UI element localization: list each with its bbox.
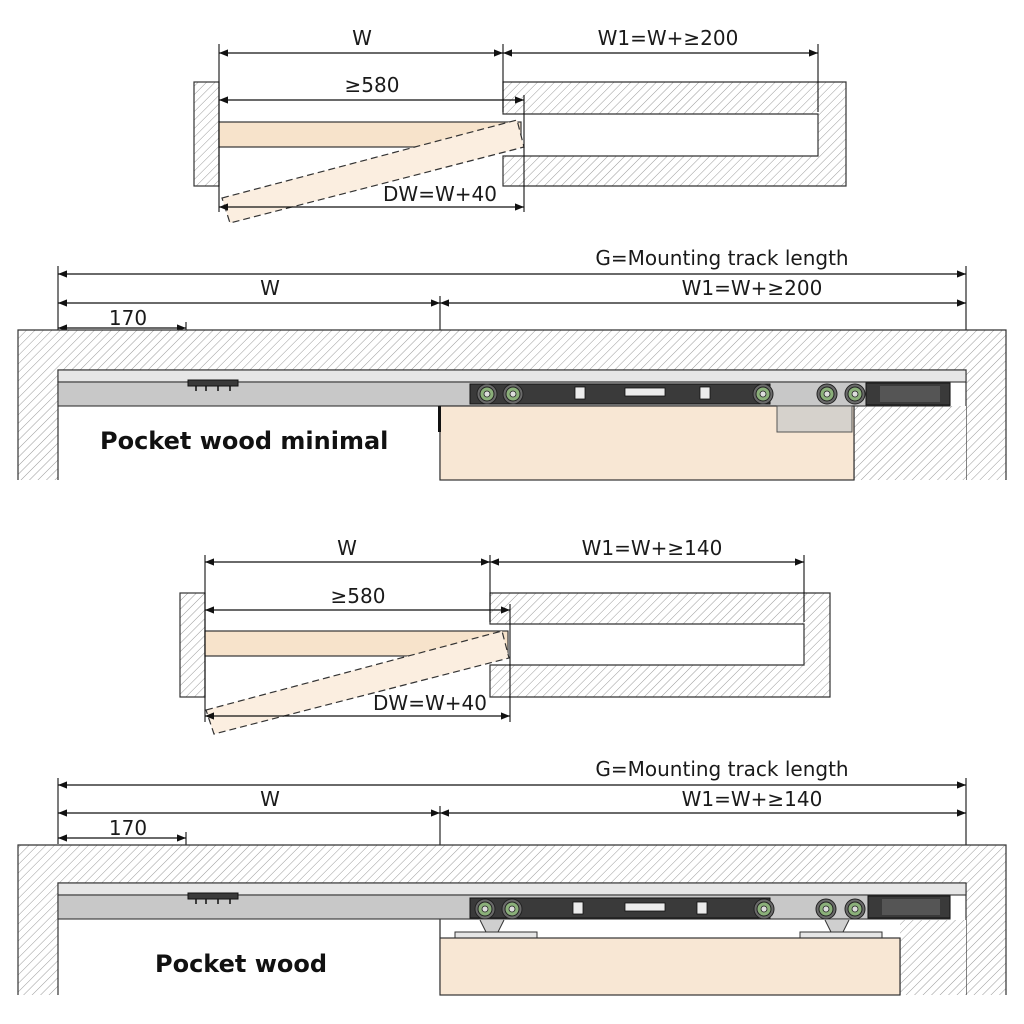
right-wall <box>966 330 1006 480</box>
left-jamb <box>193 81 220 187</box>
damper-block <box>776 405 853 433</box>
label-offset: 170 <box>109 816 147 840</box>
door-hangers <box>454 919 883 941</box>
header-wall <box>58 330 966 370</box>
label-w1: W1=W+≥200 <box>598 26 739 50</box>
elevation-view-2: G=Mounting track length W W1=W+≥140 170 <box>17 757 1007 996</box>
roller-wheels <box>474 898 866 920</box>
label-w: W <box>337 536 357 560</box>
label-w1: W1=W+≥140 <box>682 787 823 811</box>
label-g: G=Mounting track length <box>595 246 848 270</box>
door-swing <box>205 630 510 735</box>
label-w1: W1=W+≥200 <box>682 276 823 300</box>
label-w: W <box>260 787 280 811</box>
door-panel <box>439 937 901 996</box>
right-wall <box>966 845 1006 995</box>
header-wall <box>58 845 966 883</box>
label-w: W <box>260 276 280 300</box>
stopper <box>187 379 239 387</box>
elevation-view-1: G=Mounting track length W W1=W+≥200 170 <box>17 246 1007 481</box>
left-wall <box>18 330 58 480</box>
stopper <box>187 892 239 900</box>
section-title: Pocket wood <box>155 950 327 978</box>
label-min: ≥580 <box>331 584 386 608</box>
label-offset: 170 <box>109 306 147 330</box>
label-dw: DW=W+40 <box>373 691 487 715</box>
label-w: W <box>352 26 372 50</box>
pocket-casing <box>489 592 831 698</box>
plan-view-1: W W1=W+≥200 ≥580 DW=W+40 <box>193 26 847 224</box>
section-title: Pocket wood minimal <box>100 427 388 455</box>
label-dw: DW=W+40 <box>383 182 497 206</box>
label-w1: W1=W+≥140 <box>582 536 723 560</box>
left-wall <box>18 845 58 995</box>
pocket-casing <box>502 81 847 187</box>
label-g: G=Mounting track length <box>595 757 848 781</box>
left-jamb <box>179 592 206 698</box>
plan-view-2: W W1=W+≥140 ≥580 DW=W+40 <box>179 536 831 735</box>
label-min: ≥580 <box>345 73 400 97</box>
roller-wheels <box>476 383 866 405</box>
